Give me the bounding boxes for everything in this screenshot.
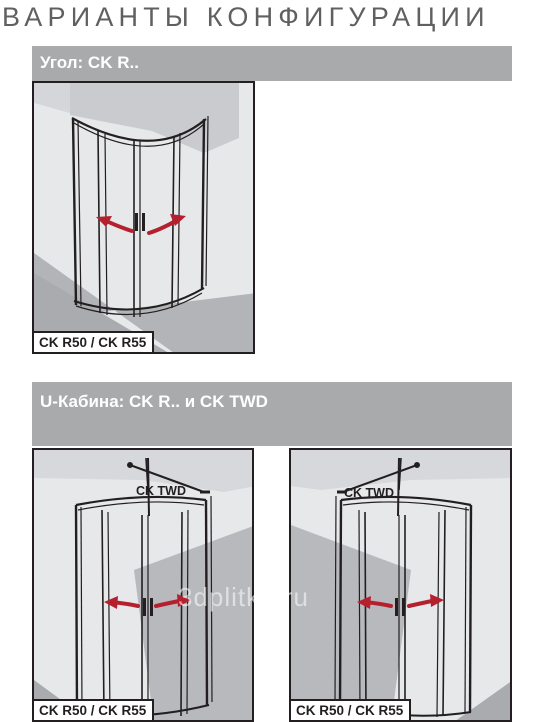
u-cabin-right-illustration <box>291 450 510 720</box>
panel-caption: CK R50 / CK R55 <box>34 699 155 720</box>
corner-shower-illustration <box>34 83 253 352</box>
panel-caption: CK R50 / CK R55 <box>34 331 155 352</box>
diagram-panel-corner: CK R50 / CK R55 <box>32 81 255 354</box>
twd-label: CK TWD <box>344 486 394 500</box>
section-heading-u-cabin: U-Кабина: CK R.. и CK TWD <box>32 382 512 446</box>
panel-caption: CK R50 / CK R55 <box>291 699 412 720</box>
page-title: ВАРИАНТЫ КОНФИГУРАЦИИ <box>2 2 490 32</box>
section-heading-corner: Угол: CK R.. <box>32 46 512 81</box>
twd-label: CK TWD <box>136 484 186 498</box>
diagram-panel-u-cabin-left: CK TWD CK R50 / CK R55 <box>32 448 254 722</box>
u-cabin-left-illustration <box>34 450 252 720</box>
watermark: 3dplitka.ru <box>178 582 309 612</box>
diagram-panel-u-cabin-right: CK TWD CK R50 / CK R55 <box>289 448 512 722</box>
